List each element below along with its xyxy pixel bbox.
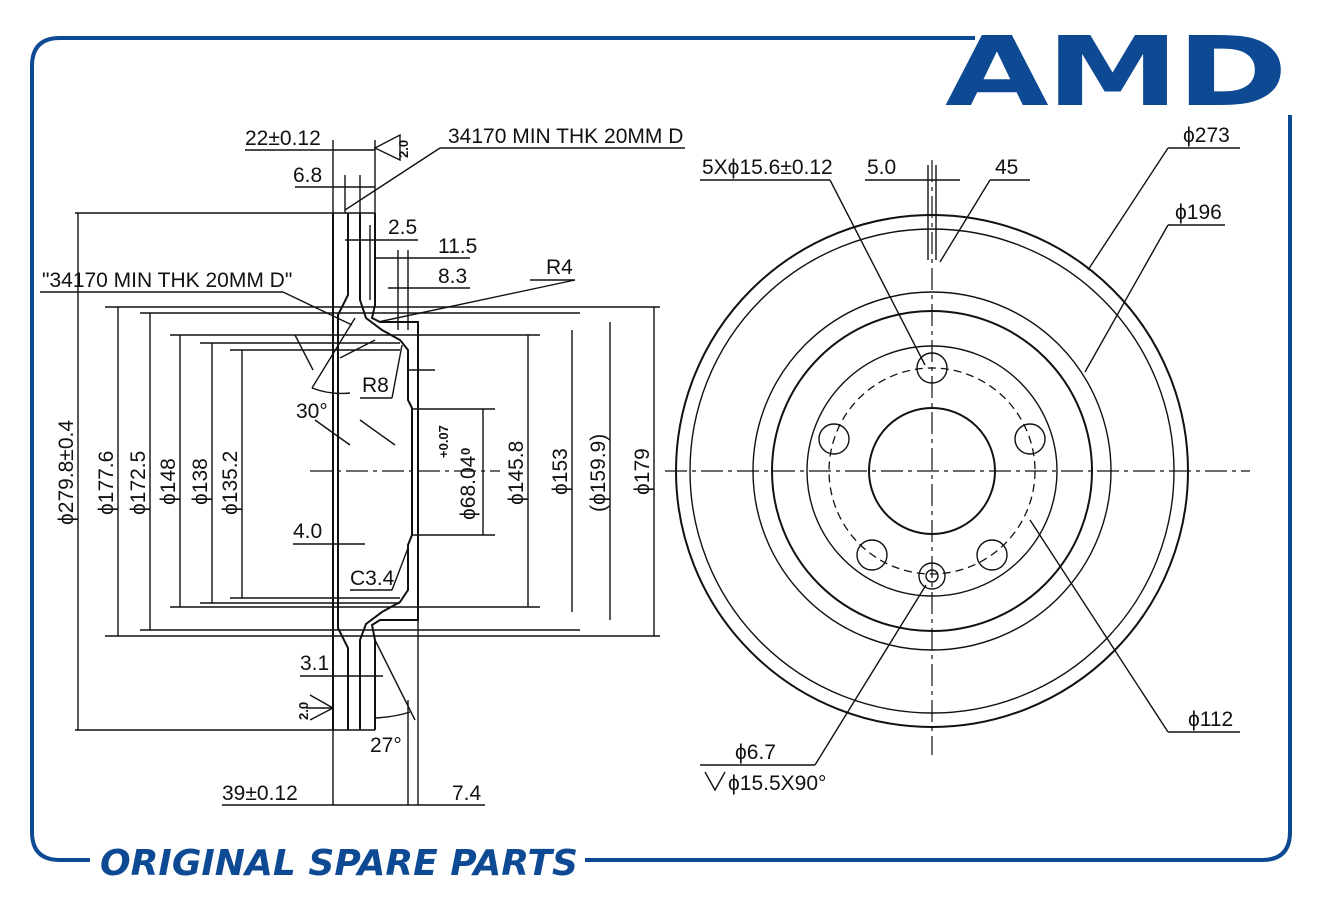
- roughness-symbol-top: [373, 133, 401, 162]
- radius-r8: R8: [362, 374, 389, 397]
- chamfer-c3-4: C3.4: [350, 567, 395, 590]
- bore-tol-upper: +0.07: [436, 425, 451, 458]
- dim-8-3: 8.3: [438, 265, 467, 288]
- disc-outer-face: [337, 213, 349, 730]
- dia-135-2: ϕ135.2: [219, 451, 242, 515]
- dim-6-8: 6.8: [293, 164, 322, 187]
- dia-177-6: ϕ177.6: [95, 451, 118, 515]
- bolt-hole: [1014, 423, 1046, 455]
- bolt-circle: [828, 367, 1036, 575]
- dia-outer: ϕ279.8±0.4: [55, 420, 78, 525]
- dim-2-5: 2.5: [388, 216, 417, 239]
- dia-273: ϕ273: [1183, 124, 1230, 147]
- angle-45: 45: [995, 156, 1018, 179]
- dia-196: ϕ196: [1175, 201, 1222, 224]
- dim-11-5: 11.5: [438, 235, 477, 258]
- dia-138: ϕ138: [189, 458, 212, 505]
- bolt-hole: [856, 539, 888, 571]
- amd-logo: AMD: [945, 16, 1285, 128]
- dia-159-9: (ϕ159.9): [587, 434, 610, 512]
- angle-27: 27°: [370, 734, 402, 757]
- bore-tol-lower: 0: [458, 448, 473, 455]
- dia-bore: ϕ68.04: [457, 455, 480, 520]
- bolt-hole: [976, 539, 1008, 571]
- roughness-bottom: 2.0: [296, 702, 311, 720]
- radius-r4: R4: [546, 256, 573, 279]
- dia-172-5: ϕ172.5: [127, 451, 150, 515]
- dim-thickness: 22±0.12: [245, 127, 321, 150]
- small-hole-dia: ϕ6.7: [735, 741, 776, 764]
- dim-height-total: 39±0.12: [222, 782, 298, 805]
- dia-153: ϕ153: [549, 448, 572, 495]
- border-frame: [30, 36, 1292, 862]
- locating-hole: [918, 562, 946, 590]
- footer-slogan: ORIGINAL SPARE PARTS: [100, 843, 578, 884]
- section-view: 22±0.12 6.8 2.0 34170 MIN THK 20MM D "34…: [40, 125, 685, 806]
- dim-7-4: 7.4: [452, 782, 482, 805]
- angle-30: 30°: [296, 400, 328, 423]
- center-bore: [868, 407, 996, 535]
- dim-4-0: 4.0: [293, 520, 322, 543]
- disc-outer-circle: [675, 214, 1189, 728]
- note-min-thickness-left: "34170 MIN THK 20MM D": [42, 269, 292, 292]
- countersink-symbol: [704, 771, 726, 792]
- dia-145-8: ϕ145.8: [505, 441, 528, 505]
- front-view: 5Xϕ15.6±0.12 5.0 45 ϕ273 ϕ196 ϕ112 ϕ6.7 …: [665, 124, 1250, 795]
- countersink-label: ϕ15.5X90°: [728, 772, 826, 795]
- dia-179: ϕ179: [631, 448, 654, 495]
- bolt-hole: [916, 352, 948, 384]
- dim-5-0: 5.0: [867, 156, 896, 179]
- roughness-symbol-bottom: [306, 694, 335, 721]
- bolt-hole: [818, 423, 850, 455]
- hat-profile: [359, 213, 413, 730]
- note-min-thickness: 34170 MIN THK 20MM D: [448, 125, 683, 148]
- dia-112: ϕ112: [1188, 708, 1233, 731]
- bolt-holes-label: 5Xϕ15.6±0.12: [702, 156, 833, 179]
- dia-148: ϕ148: [157, 458, 180, 505]
- dim-3-1: 3.1: [300, 652, 329, 675]
- roughness-top: 2.0: [396, 140, 411, 158]
